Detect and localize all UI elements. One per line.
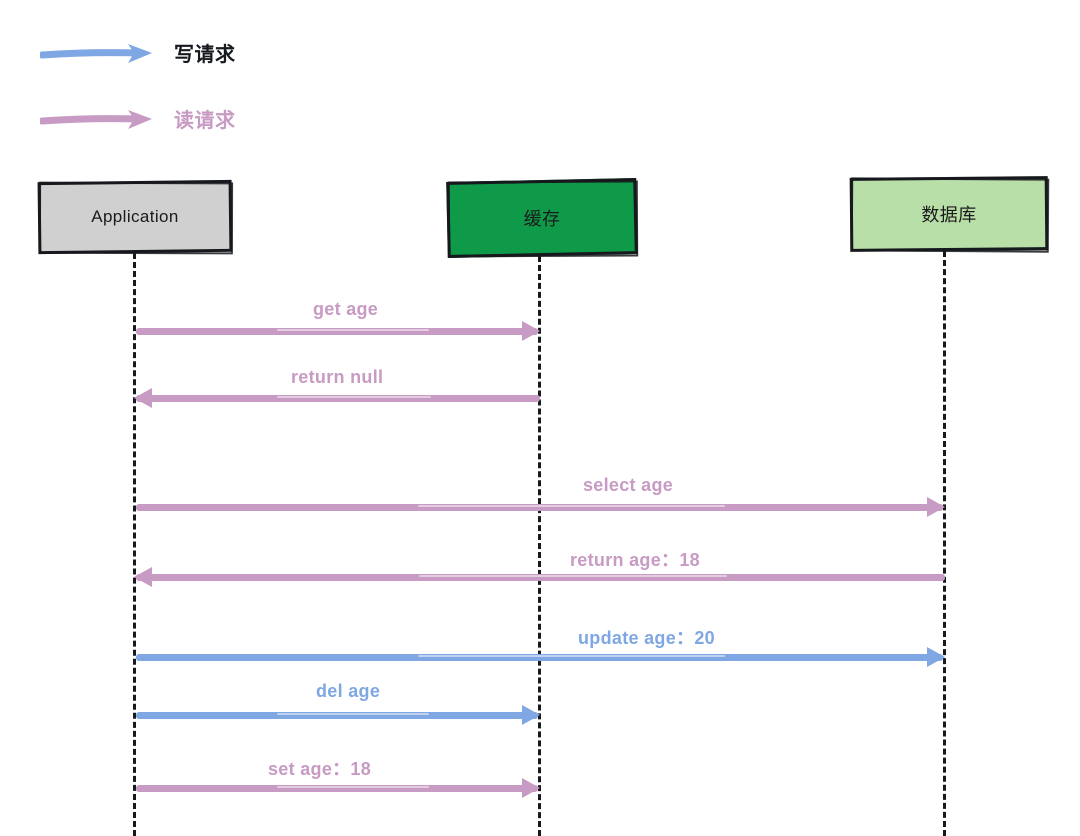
message-line-highlight-7 [276, 786, 430, 788]
legend-item-read: 读请求 [38, 104, 236, 133]
message-arrowhead-4 [134, 567, 152, 587]
message-line-highlight-2 [277, 396, 431, 398]
participant-label-cache: 缓存 [523, 209, 561, 229]
message-label-3: select age [583, 475, 674, 495]
participant-box-application[interactable]: Application [37, 179, 234, 255]
message-arrowhead-7 [522, 778, 540, 798]
message-line-highlight-5 [418, 655, 726, 657]
message-line-3 [136, 504, 943, 511]
participant-box-cache[interactable]: 缓存 [446, 178, 639, 258]
message-2-read[interactable]: return null [0, 0, 1080, 408]
message-line-highlight-4 [419, 575, 727, 577]
lifeline-cache [538, 256, 541, 836]
message-line-6 [136, 712, 538, 719]
message-arrowhead-2 [134, 388, 152, 408]
message-line-highlight-3 [418, 505, 726, 507]
legend-arrow-write-icon [38, 39, 158, 67]
legend-arrow-read-icon [38, 105, 158, 133]
participant-label-application: Application [91, 207, 179, 226]
legend-label-read: 读请求 [174, 110, 236, 132]
message-line-4 [136, 574, 945, 581]
legend-label-write: 写请求 [174, 44, 236, 66]
message-line-highlight-1 [276, 329, 430, 331]
message-6-write[interactable]: del age [0, 0, 1080, 725]
message-line-7 [136, 785, 538, 792]
message-arrowhead-1 [522, 321, 540, 341]
message-label-2: return null [291, 367, 384, 387]
message-label-1: get age [313, 299, 379, 319]
message-4-read[interactable]: return age：18 [0, 0, 1080, 587]
legend-item-write: 写请求 [38, 38, 236, 67]
message-line-1 [136, 328, 538, 335]
message-3-read[interactable]: select age [0, 0, 1080, 517]
message-5-write[interactable]: update age：20 [0, 0, 1080, 667]
message-label-7: set age：18 [268, 759, 372, 779]
message-line-5 [136, 654, 943, 661]
message-arrowhead-5 [927, 647, 945, 667]
message-line-2 [136, 395, 540, 402]
lifeline-application [133, 253, 136, 836]
participant-label-database: 数据库 [921, 205, 977, 225]
lifeline-database [943, 251, 946, 836]
message-line-highlight-6 [276, 713, 430, 715]
message-label-5: update age：20 [578, 628, 715, 648]
message-label-6: del age [316, 681, 381, 701]
message-1-read[interactable]: get age [0, 0, 1080, 341]
message-arrowhead-6 [522, 705, 540, 725]
message-7-read[interactable]: set age：18 [0, 0, 1080, 798]
message-label-4: return age：18 [570, 550, 700, 570]
participant-box-database[interactable]: 数据库 [849, 176, 1050, 253]
message-arrowhead-3 [927, 497, 945, 517]
